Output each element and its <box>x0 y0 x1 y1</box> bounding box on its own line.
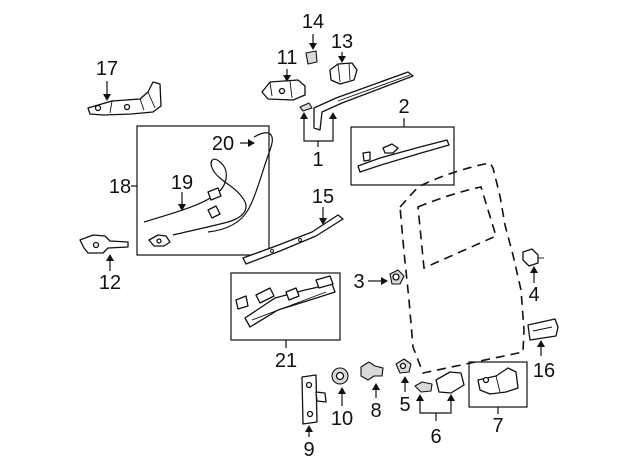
callout-7: 7 <box>492 415 503 437</box>
part-10-bushing <box>331 367 349 385</box>
callout-13: 13 <box>331 31 353 53</box>
part-14-pad <box>305 50 318 65</box>
part-4-bumper <box>522 248 544 267</box>
callout-8: 8 <box>370 400 381 422</box>
callout-5: 5 <box>399 394 410 416</box>
part-group-box-2 <box>350 126 455 186</box>
callout-20: 20 <box>212 133 234 155</box>
part-group-box-18 <box>136 125 270 256</box>
part-20-cable <box>143 132 273 236</box>
part-7-hinge <box>477 367 519 395</box>
callout-6: 6 <box>430 426 441 448</box>
door-window-outline <box>417 186 497 270</box>
part-15-lower-rail <box>242 214 344 265</box>
part-12-bracket <box>79 234 129 254</box>
callout-1: 1 <box>312 149 323 171</box>
door-outline <box>399 162 525 374</box>
part-6-handle <box>414 371 465 394</box>
callout-19: 19 <box>171 172 193 194</box>
callout-14: 14 <box>302 11 324 33</box>
callout-12: 12 <box>99 272 121 294</box>
callout-labels: 17 14 11 13 1 2 20 18 19 15 12 3 4 21 16… <box>96 11 555 461</box>
callout-18: 18 <box>109 176 131 198</box>
part-1-upper-rail <box>299 71 414 131</box>
callout-15: 15 <box>312 186 334 208</box>
part-17-hinge <box>87 81 162 116</box>
callout-2: 2 <box>398 96 409 118</box>
part-21-roller <box>235 275 336 328</box>
callout-9: 9 <box>303 439 314 461</box>
callout-17: 17 <box>96 58 118 80</box>
part-13-clip <box>329 62 358 85</box>
part-2-molding <box>357 139 450 173</box>
callout-16: 16 <box>533 360 555 382</box>
part-11-bracket <box>261 79 306 101</box>
callout-3: 3 <box>353 271 364 293</box>
callout-21: 21 <box>275 350 297 372</box>
callout-10: 10 <box>331 408 353 430</box>
part-19-lever <box>148 234 171 247</box>
part-5-bolt <box>395 358 412 374</box>
part-9-striker <box>301 374 327 425</box>
callout-11: 11 <box>277 47 298 69</box>
callout-4: 4 <box>528 284 539 306</box>
part-16-bracket <box>527 318 559 341</box>
part-3-bolt <box>389 269 405 285</box>
part-8-bolt <box>360 361 384 381</box>
leader-lines <box>103 34 545 437</box>
